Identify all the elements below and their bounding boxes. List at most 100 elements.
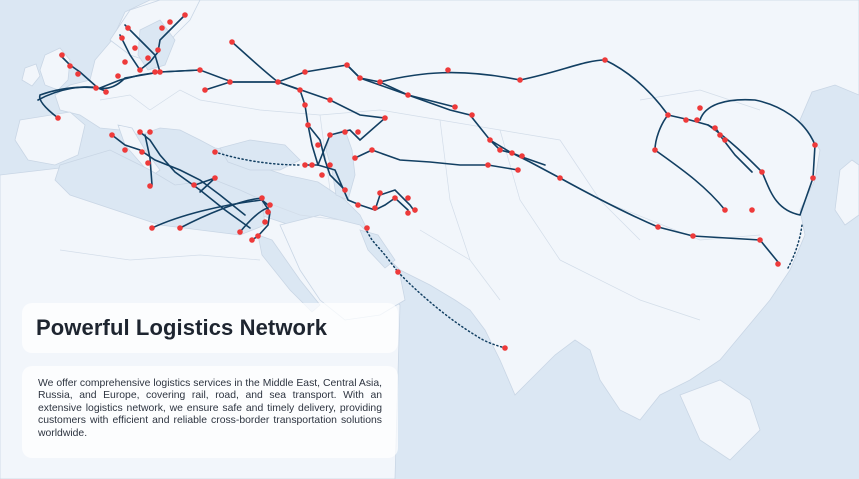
red-dot-hub xyxy=(690,233,696,239)
red-dot-hub xyxy=(344,62,350,68)
red-dot-hub xyxy=(315,142,321,148)
red-dot-hub xyxy=(255,233,261,239)
red-dot-hub xyxy=(392,195,398,201)
red-dot-hub xyxy=(137,129,143,135)
red-dot-hub xyxy=(167,19,173,25)
red-dot-hub xyxy=(59,52,65,58)
red-dot-hub xyxy=(487,137,493,143)
japan xyxy=(834,159,859,226)
red-dot-hub xyxy=(122,59,128,65)
dotted-sea-route xyxy=(214,151,301,166)
red-dot-hub xyxy=(445,67,451,73)
red-dot-hub xyxy=(810,175,816,181)
red-dot-hub xyxy=(55,115,61,121)
red-dot-hub xyxy=(395,269,401,275)
rail-road-routes xyxy=(37,14,816,263)
red-dot-hub xyxy=(515,167,521,173)
route-line xyxy=(374,196,409,211)
route-line xyxy=(379,59,669,116)
red-dot-hub xyxy=(302,69,308,75)
route-line xyxy=(111,134,246,216)
description-card: We offer comprehensive logistics service… xyxy=(22,366,398,458)
red-dot-hub xyxy=(775,261,781,267)
red-dot-hub xyxy=(355,202,361,208)
route-line xyxy=(239,207,269,233)
red-dot-hub xyxy=(497,147,503,153)
red-dot-hub xyxy=(405,92,411,98)
persian-gulf xyxy=(359,229,396,269)
red-dot-hub xyxy=(694,117,700,123)
route-line xyxy=(559,177,779,263)
red-dot-hub xyxy=(139,149,145,155)
route-line xyxy=(277,81,386,119)
red-dot-hub xyxy=(722,207,728,213)
red-dot-hub xyxy=(665,112,671,118)
route-line xyxy=(139,131,251,229)
red-dot-hub xyxy=(319,172,325,178)
red-dot-hub xyxy=(652,147,658,153)
route-line xyxy=(119,14,186,72)
red-dot-hub xyxy=(372,205,378,211)
red-dot-hub xyxy=(265,209,271,215)
country-borders xyxy=(59,89,761,321)
red-dot-hub xyxy=(119,35,125,41)
route-line xyxy=(374,189,416,213)
red-dot-hub xyxy=(155,47,161,53)
red-dot-hub xyxy=(327,162,333,168)
red-dot-hub xyxy=(302,102,308,108)
dotted-sea-route xyxy=(364,227,399,273)
red-dot-hub xyxy=(342,187,348,193)
red-dot-hub xyxy=(229,39,235,45)
red-dot-hub xyxy=(159,25,165,31)
red-dot-hub xyxy=(683,117,689,123)
iberia xyxy=(14,111,86,166)
red-dot-hub xyxy=(115,73,121,79)
red-dot-hub xyxy=(302,162,308,168)
red-dot-hub xyxy=(237,229,243,235)
red-dot-hub xyxy=(355,129,361,135)
red-dot-hub xyxy=(469,112,475,118)
dotted-sea-route xyxy=(397,271,506,349)
red-dot-hub xyxy=(757,237,763,243)
route-line xyxy=(59,54,109,93)
red-dot-hub xyxy=(602,57,608,63)
red-dot-hub xyxy=(377,79,383,85)
red-dot-hub xyxy=(509,150,515,156)
red-dot-hub xyxy=(93,85,99,91)
red-dot-hub xyxy=(517,77,523,83)
red-dot-hub xyxy=(357,75,363,81)
red-dot-hub xyxy=(712,125,718,131)
red-dot-hub xyxy=(717,132,723,138)
red-dot-hub xyxy=(132,45,138,51)
route-line xyxy=(124,24,161,73)
red-dot-hub xyxy=(557,175,563,181)
route-line xyxy=(667,98,816,216)
red-dot-hub xyxy=(259,195,265,201)
red-dot-hub xyxy=(382,115,388,121)
red-dot-hub xyxy=(262,219,268,225)
route-line xyxy=(38,86,99,119)
route-line xyxy=(307,124,346,191)
red-dot-hub xyxy=(749,207,755,213)
british-isles xyxy=(39,47,71,91)
red-dot-hub xyxy=(67,63,73,69)
red-dot-hub xyxy=(75,71,81,77)
red-dot-hub xyxy=(212,175,218,181)
red-dot-hub xyxy=(342,129,348,135)
hub-nodes xyxy=(55,12,818,351)
red-dot-hub xyxy=(227,79,233,85)
red-dot-hub xyxy=(305,122,311,128)
page-title: Powerful Logistics Network xyxy=(36,315,328,340)
red-dot-hub xyxy=(212,149,218,155)
dotted-sea-route xyxy=(787,224,803,269)
red-dot-hub xyxy=(191,182,197,188)
red-dot-hub xyxy=(327,132,333,138)
red-dot-hub xyxy=(759,169,765,175)
red-dot-hub xyxy=(452,104,458,110)
southeast-asia xyxy=(679,379,761,461)
red-dot-hub xyxy=(502,345,508,351)
red-dot-hub xyxy=(145,55,151,61)
red-dot-hub xyxy=(177,225,183,231)
route-line xyxy=(144,134,153,186)
